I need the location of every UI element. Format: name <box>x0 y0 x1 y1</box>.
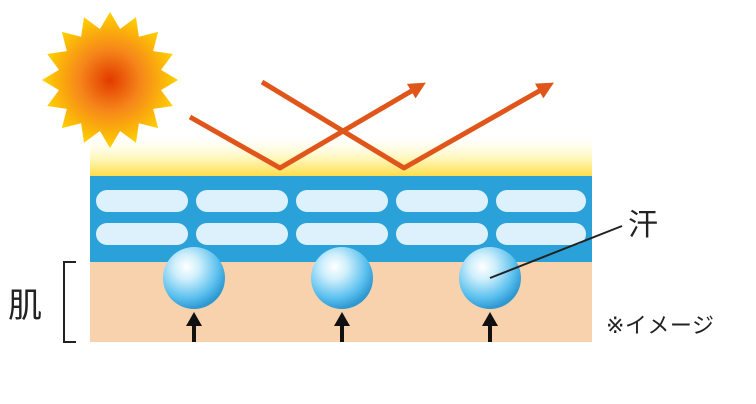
coating-pill <box>496 223 586 245</box>
rising-sweat-arrows <box>186 312 498 342</box>
droplet-icon <box>311 247 373 309</box>
skin-label: 肌 <box>8 286 42 326</box>
arrow-up-icon <box>482 312 498 342</box>
sweat-label: 汗 <box>628 208 658 243</box>
coating-pill <box>96 223 188 245</box>
sun-glow-band <box>90 132 592 178</box>
coating-pill <box>396 223 488 245</box>
coating-pill <box>296 190 388 212</box>
sun-icon <box>42 12 178 148</box>
coating-pills-top <box>96 190 586 212</box>
reflected-rays <box>188 79 554 171</box>
droplet-icon <box>163 247 225 309</box>
sweat-leader-line <box>489 225 623 279</box>
skin-bracket <box>63 261 76 343</box>
arrow-up-icon <box>186 312 202 342</box>
coating-pill <box>496 190 586 212</box>
coating-pills-bottom <box>96 223 586 245</box>
coating-pill <box>196 223 288 245</box>
coating-pill <box>196 190 288 212</box>
coating-pill <box>296 223 388 245</box>
image-note: ※イメージ <box>606 314 715 339</box>
coating-pill <box>96 190 188 212</box>
reflected-ray-arrow-icon <box>260 79 554 171</box>
reflected-ray-arrow-icon <box>188 82 426 171</box>
coating-pill <box>396 190 488 212</box>
arrow-up-icon <box>334 312 350 342</box>
